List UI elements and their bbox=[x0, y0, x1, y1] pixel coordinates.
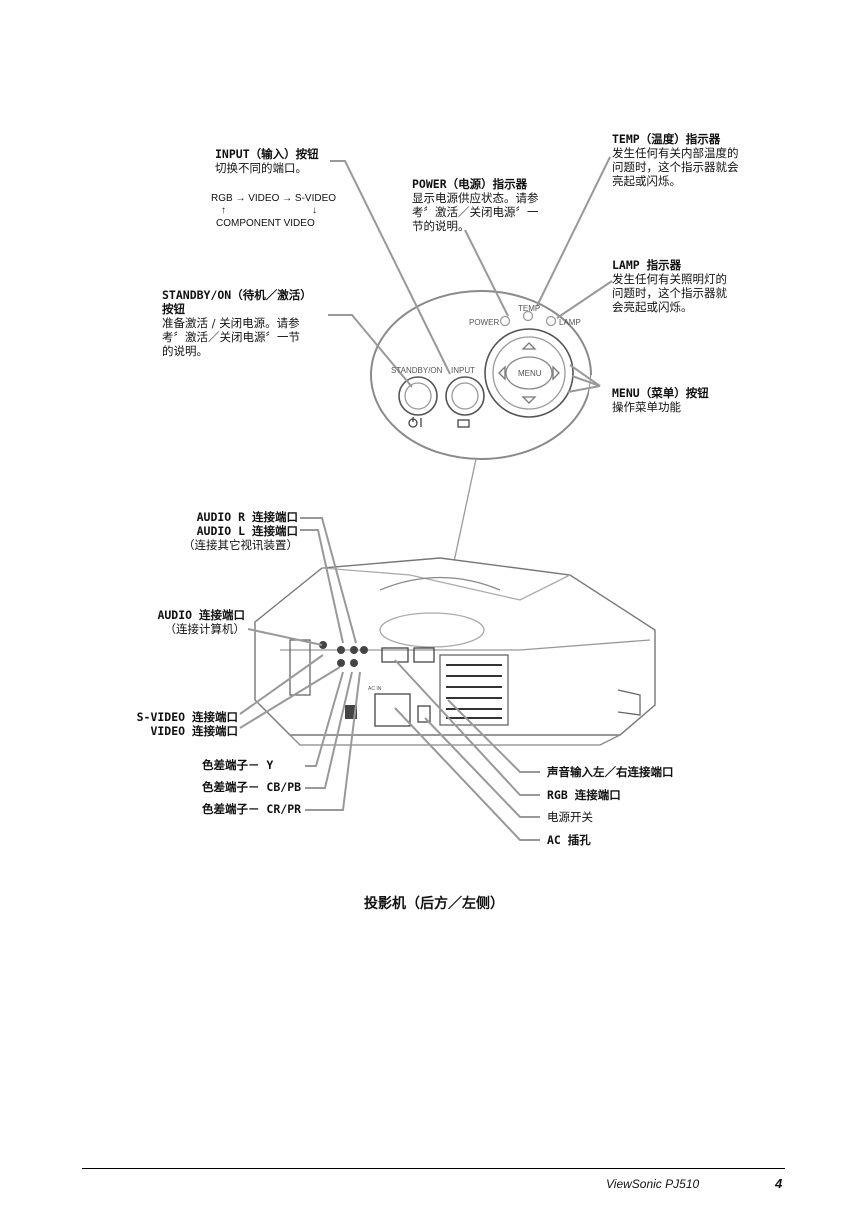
footer-rule bbox=[82, 1168, 785, 1169]
menu-text: MENU bbox=[518, 369, 542, 378]
audio-rl-label: AUDIO R 连接端口 AUDIO L 连接端口 （连接其它视讯装置） bbox=[150, 510, 298, 552]
audio-l-label: AUDIO L 连接端口 bbox=[196, 524, 298, 538]
audio-rl-note: （连接其它视讯装置） bbox=[183, 538, 298, 552]
audio-note: （连接计算机） bbox=[164, 622, 246, 636]
projector-body bbox=[254, 557, 656, 736]
audio-in-lr-label: 声音输入左／右连接端口 bbox=[547, 765, 674, 779]
audio-title: AUDIO 连接端口 bbox=[157, 608, 245, 622]
comp-cr-label: 色差端子－ CR/PR bbox=[202, 802, 302, 816]
power-desc-3: 节的说明。 bbox=[412, 219, 470, 233]
menu-pad bbox=[484, 328, 574, 418]
svideo-label: S-VIDEO 连接端口 bbox=[136, 710, 238, 724]
lamp-title: LAMP 指示器 bbox=[612, 258, 682, 272]
ac-in-text: AC IN bbox=[368, 686, 382, 692]
comp-cb-label: 色差端子－ CB/PB bbox=[202, 780, 302, 794]
lamp-text: LAMP bbox=[559, 318, 581, 327]
temp-text: TEMP bbox=[518, 304, 540, 313]
video-label: VIDEO 连接端口 bbox=[150, 724, 238, 738]
input-sequence-line3: COMPONENT VIDEO bbox=[216, 218, 315, 229]
temp-indicator bbox=[522, 310, 534, 322]
standby-title-2: 按钮 bbox=[162, 302, 185, 316]
rgb-port bbox=[381, 647, 409, 663]
temp-desc-1: 发生任何有关内部温度的 bbox=[612, 146, 739, 160]
menu-label: MENU（菜单）按钮 操作菜单功能 bbox=[612, 386, 709, 414]
power-switch-label: 电源开关 bbox=[547, 810, 593, 824]
input-sequence-up-arrow: ↑ bbox=[221, 205, 226, 216]
power-desc-2: 考〞激活／关闭电源〞一 bbox=[412, 205, 539, 219]
input-button bbox=[445, 376, 485, 416]
input-title: INPUT（输入）按钮 bbox=[215, 147, 319, 161]
comp-y-label: 色差端子－ Y bbox=[202, 758, 274, 772]
svideo-video-label: S-VIDEO 连接端口 VIDEO 连接端口 bbox=[120, 710, 238, 738]
temp-desc-3: 亮起或闪烁。 bbox=[612, 174, 681, 188]
standby-desc-3: 的说明。 bbox=[162, 344, 208, 358]
input-text: INPUT bbox=[451, 366, 475, 375]
standby-button bbox=[398, 376, 438, 416]
power-title: POWER（电源）指示器 bbox=[412, 177, 528, 191]
temp-label: TEMP（温度）指示器 发生任何有关内部温度的 问题时，这个指示器就会 亮起或闪… bbox=[612, 132, 739, 188]
menu-desc: 操作菜单功能 bbox=[612, 400, 681, 414]
page-number: 4 bbox=[775, 1176, 783, 1191]
rgb-label: RGB 连接端口 bbox=[547, 788, 621, 802]
input-sequence-line1: RGB → VIDEO → S-VIDEO bbox=[211, 193, 337, 204]
temp-desc-2: 问题时，这个指示器就会 bbox=[612, 160, 739, 174]
power-label: POWER（电源）指示器 显示电源供应状态。请参 考〞激活／关闭电源〞一 节的说… bbox=[412, 177, 539, 233]
standby-label: STANDBY/ON（待机／激活） 按钮 准备激活 / 关闭电源。请参 考〞激活… bbox=[162, 288, 312, 358]
ac-label: AC 插孔 bbox=[547, 833, 591, 847]
standby-title-1: STANDBY/ON（待机／激活） bbox=[162, 288, 312, 302]
input-sequence-down-arrow: ↓ bbox=[312, 205, 317, 216]
power-text: POWER bbox=[469, 318, 499, 327]
footer-brand: ViewSonic PJ510 bbox=[606, 1177, 700, 1191]
standby-desc-2: 考〞激活／关闭电源〞一节 bbox=[162, 330, 300, 344]
lamp-label: LAMP 指示器 发生任何有关照明灯的 问题时，这个指示器就 会亮起或闪烁。 bbox=[612, 258, 727, 314]
power-indicator bbox=[499, 315, 511, 327]
audio-r-label: AUDIO R 连接端口 bbox=[196, 510, 298, 524]
power-desc-1: 显示电源供应状态。请参 bbox=[412, 191, 539, 205]
lamp-desc-1: 发生任何有关照明灯的 bbox=[612, 272, 727, 286]
standby-text: STANDBY/ON bbox=[391, 366, 443, 375]
standby-desc-1: 准备激活 / 关闭电源。请参 bbox=[162, 316, 300, 330]
audio-label: AUDIO 连接端口 （连接计算机） bbox=[140, 608, 245, 636]
menu-title: MENU（菜单）按钮 bbox=[612, 386, 709, 400]
lamp-desc-2: 问题时，这个指示器就 bbox=[612, 286, 727, 300]
power-switch bbox=[417, 705, 431, 723]
lamp-desc-3: 会亮起或闪烁。 bbox=[612, 300, 693, 314]
temp-title: TEMP（温度）指示器 bbox=[612, 132, 721, 146]
figure-caption: 投影机（后方／左侧） bbox=[364, 896, 504, 912]
lamp-indicator bbox=[545, 315, 557, 327]
input-label: INPUT（输入）按钮 切换不同的端口。 bbox=[215, 147, 319, 175]
ac-inlet bbox=[374, 693, 411, 727]
input-desc: 切换不同的端口。 bbox=[215, 161, 307, 175]
